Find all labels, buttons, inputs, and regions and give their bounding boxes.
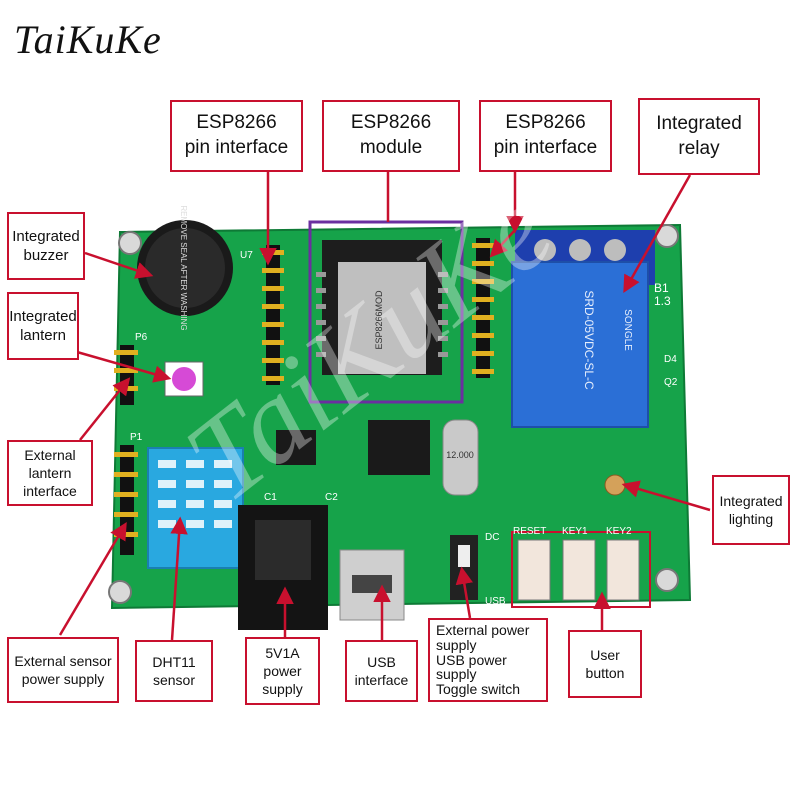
relay-brand-text: SONGLE — [622, 309, 633, 351]
callout-esp-module: ESP8266 module — [322, 100, 460, 172]
silk-key1: KEY1 — [562, 526, 588, 537]
callout-text: ESP8266 — [350, 112, 432, 134]
callout-text: USB power — [436, 651, 507, 668]
callout-text: Integrated — [719, 492, 783, 509]
callout-esp-pin-left: ESP8266 pin interface — [170, 100, 303, 172]
callout-text: sensor — [152, 672, 196, 688]
callout-text: Integrated — [656, 112, 742, 134]
callout-text: lantern — [20, 327, 66, 344]
callout-text: DHT11 — [152, 653, 196, 670]
silk-q2: Q2 — [664, 377, 678, 388]
callout-text: External — [24, 446, 76, 463]
esp-module-text: ESP8266MOD — [374, 290, 384, 350]
silk-13: 1.3 — [654, 294, 671, 308]
callout-text: Toggle switch — [436, 681, 521, 698]
callout-text: 5V1A — [265, 644, 300, 661]
callout-text: lighting — [728, 511, 774, 527]
callout-text: power supply — [21, 671, 105, 687]
crystal-text: 12.000 — [446, 450, 474, 460]
callout-ext-lantern: External lantern interface — [7, 440, 93, 506]
photoresistor — [604, 474, 626, 496]
usb-ic — [368, 420, 430, 475]
callout-text: relay — [678, 137, 720, 159]
callout-esp-pin-right: ESP8266 pin interface — [479, 100, 612, 172]
silk-u7: U7 — [240, 250, 253, 261]
mount-hole-tl — [118, 231, 142, 255]
silk-usb: USB — [485, 596, 506, 607]
callout-text: ESP8266 — [505, 112, 586, 134]
mount-hole-bl — [108, 580, 132, 604]
callout-dht11: DHT11 sensor — [135, 640, 213, 702]
callout-text: supply — [262, 681, 303, 698]
callout-text: pin interface — [493, 137, 598, 158]
silk-key2: KEY2 — [606, 526, 632, 537]
silk-c1: C1 — [264, 492, 277, 503]
callout-buzzer: Integrated buzzer — [7, 212, 85, 280]
silk-reset: RESET — [513, 526, 546, 537]
toggle-switch — [450, 535, 478, 600]
callout-relay: Integrated relay — [638, 98, 760, 175]
callout-lighting: Integrated lighting — [712, 475, 790, 545]
callout-text: User — [590, 646, 620, 663]
callout-text: External sensor — [14, 652, 112, 669]
callout-text: supply — [436, 636, 477, 653]
callout-text: interface — [354, 672, 409, 688]
callout-power-5v: 5V1A power supply — [245, 637, 320, 705]
silk-p1: P1 — [130, 432, 143, 443]
silk-c2: C2 — [325, 492, 338, 503]
callout-toggle-switch: External power supply USB power supply T… — [428, 618, 548, 702]
silk-d4: D4 — [664, 354, 677, 365]
callout-text: interface — [23, 483, 77, 500]
callout-text: Integrated — [12, 227, 80, 245]
callout-text: pin interface — [184, 137, 289, 158]
callout-text: buzzer — [23, 247, 69, 264]
esp8266-module: ESP8266MOD — [308, 220, 464, 404]
callout-text: External power — [436, 622, 530, 639]
callout-text: USB — [367, 653, 396, 670]
crystal — [442, 419, 479, 496]
user-buttons — [511, 531, 651, 608]
mount-hole-br — [655, 568, 679, 592]
dht11-sensor — [147, 447, 244, 569]
callout-text: ESP8266 — [196, 112, 277, 134]
relay-model-text: SRD-05VDC-SL-C — [582, 290, 596, 390]
callout-text: Integrated — [9, 307, 77, 325]
callout-lantern: Integrated lantern — [7, 292, 79, 360]
callout-usb-interface: USB interface — [345, 640, 418, 702]
silk-p6: P6 — [135, 332, 148, 343]
callout-text: supply — [436, 666, 477, 683]
silk-b1: B1 — [654, 281, 669, 295]
buzzer-text: REMOVE SEAL AFTER WASHING — [179, 205, 188, 330]
brand-logo-text: TaiKuKe — [14, 17, 162, 62]
buzzer: REMOVE SEAL AFTER WASHING — [137, 205, 233, 331]
silk-dc: DC — [485, 532, 499, 543]
callout-arrows — [58, 172, 711, 641]
callout-ext-sensor: External sensor power supply — [7, 637, 119, 703]
relay: SRD-05VDC-SL-C SONGLE — [511, 230, 655, 428]
callout-text: lantern — [28, 464, 72, 481]
callout-user-button: User button — [568, 630, 642, 698]
esp-right-pin-header — [472, 238, 494, 378]
callout-text: button — [585, 665, 625, 681]
callout-text: module — [359, 137, 423, 158]
callout-text: power — [263, 662, 302, 679]
voltage-regulator — [276, 430, 316, 465]
